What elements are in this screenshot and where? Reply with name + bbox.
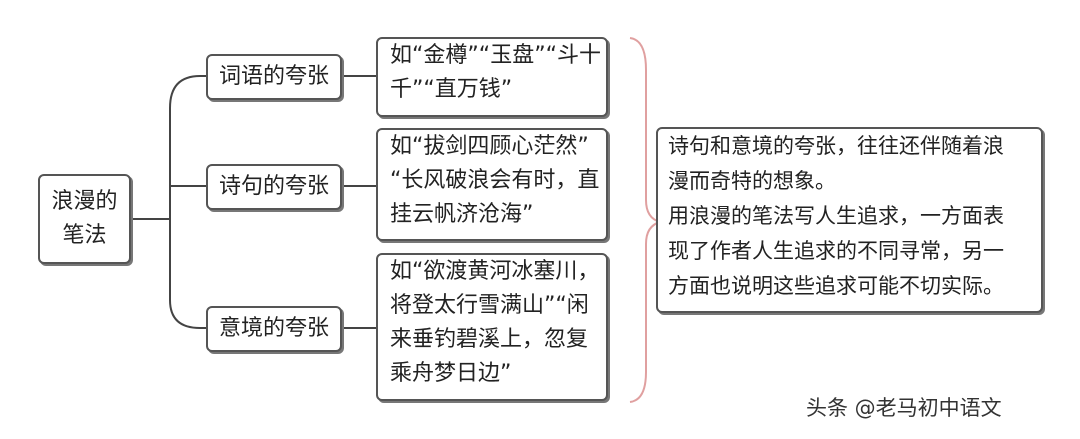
connector-branch-3 [169,299,206,329]
example-box-words: 如“金樽”“玉盘”“斗十 千”“直万钱” [376,37,608,117]
example-box-scene: 如“欲渡黄河冰塞川， 将登太行雪满山”“闲 来垂钓碧溪上，忽复 乘舟梦日边” [376,253,608,401]
summary-line: 现了作者人生追求的不同寻常，另一 [668,239,1004,263]
example-line: 挂云帆济沧海” [390,202,534,227]
connector-branch-1 [169,75,206,109]
summary-line: 诗句和意境的夸张，往往还伴随着浪 [668,134,1004,158]
root-label-line-1: 浪漫的 [51,189,118,214]
summary-line: 方面也说明这些追求可能不切实际。 [668,274,1004,298]
branch-label: 意境的夸张 [218,316,329,341]
example-line: 乘舟梦日边” [390,361,512,386]
branch-label: 词语的夸张 [218,64,329,89]
example-line: 将登太行雪满山”“闲 [390,293,589,318]
example-line: 千”“直万钱” [390,77,513,102]
example-line: 来垂钓碧溪上，忽复 [390,327,589,352]
branch-label: 诗句的夸张 [218,174,329,199]
summary-box: 诗句和意境的夸张，往往还伴随着浪 漫而奇特的想象。 用浪漫的笔法写人生追求，一方… [656,127,1043,313]
summary-line: 用浪漫的笔法写人生追求，一方面表 [668,204,1004,228]
source-credit: 头条 @老马初中语文 [806,396,1002,420]
branch-node-words: 词语的夸张 [206,54,342,100]
example-line: “长风破浪会有时，直 [390,168,600,193]
branch-node-lines: 诗句的夸张 [206,164,342,210]
root-node: 浪漫的 笔法 [38,174,131,264]
summary-line: 漫而奇特的想象。 [668,169,836,193]
example-line: 如“拔剑四顾心茫然” [390,134,589,159]
example-line: 如“欲渡黄河冰塞川， [390,259,600,284]
example-box-lines: 如“拔剑四顾心茫然” “长风破浪会有时，直 挂云帆济沧海” [376,128,608,241]
root-label-line-2: 笔法 [62,223,107,248]
branch-node-scene: 意境的夸张 [206,306,342,352]
example-line: 如“金樽”“玉盘”“斗十 [390,43,601,68]
